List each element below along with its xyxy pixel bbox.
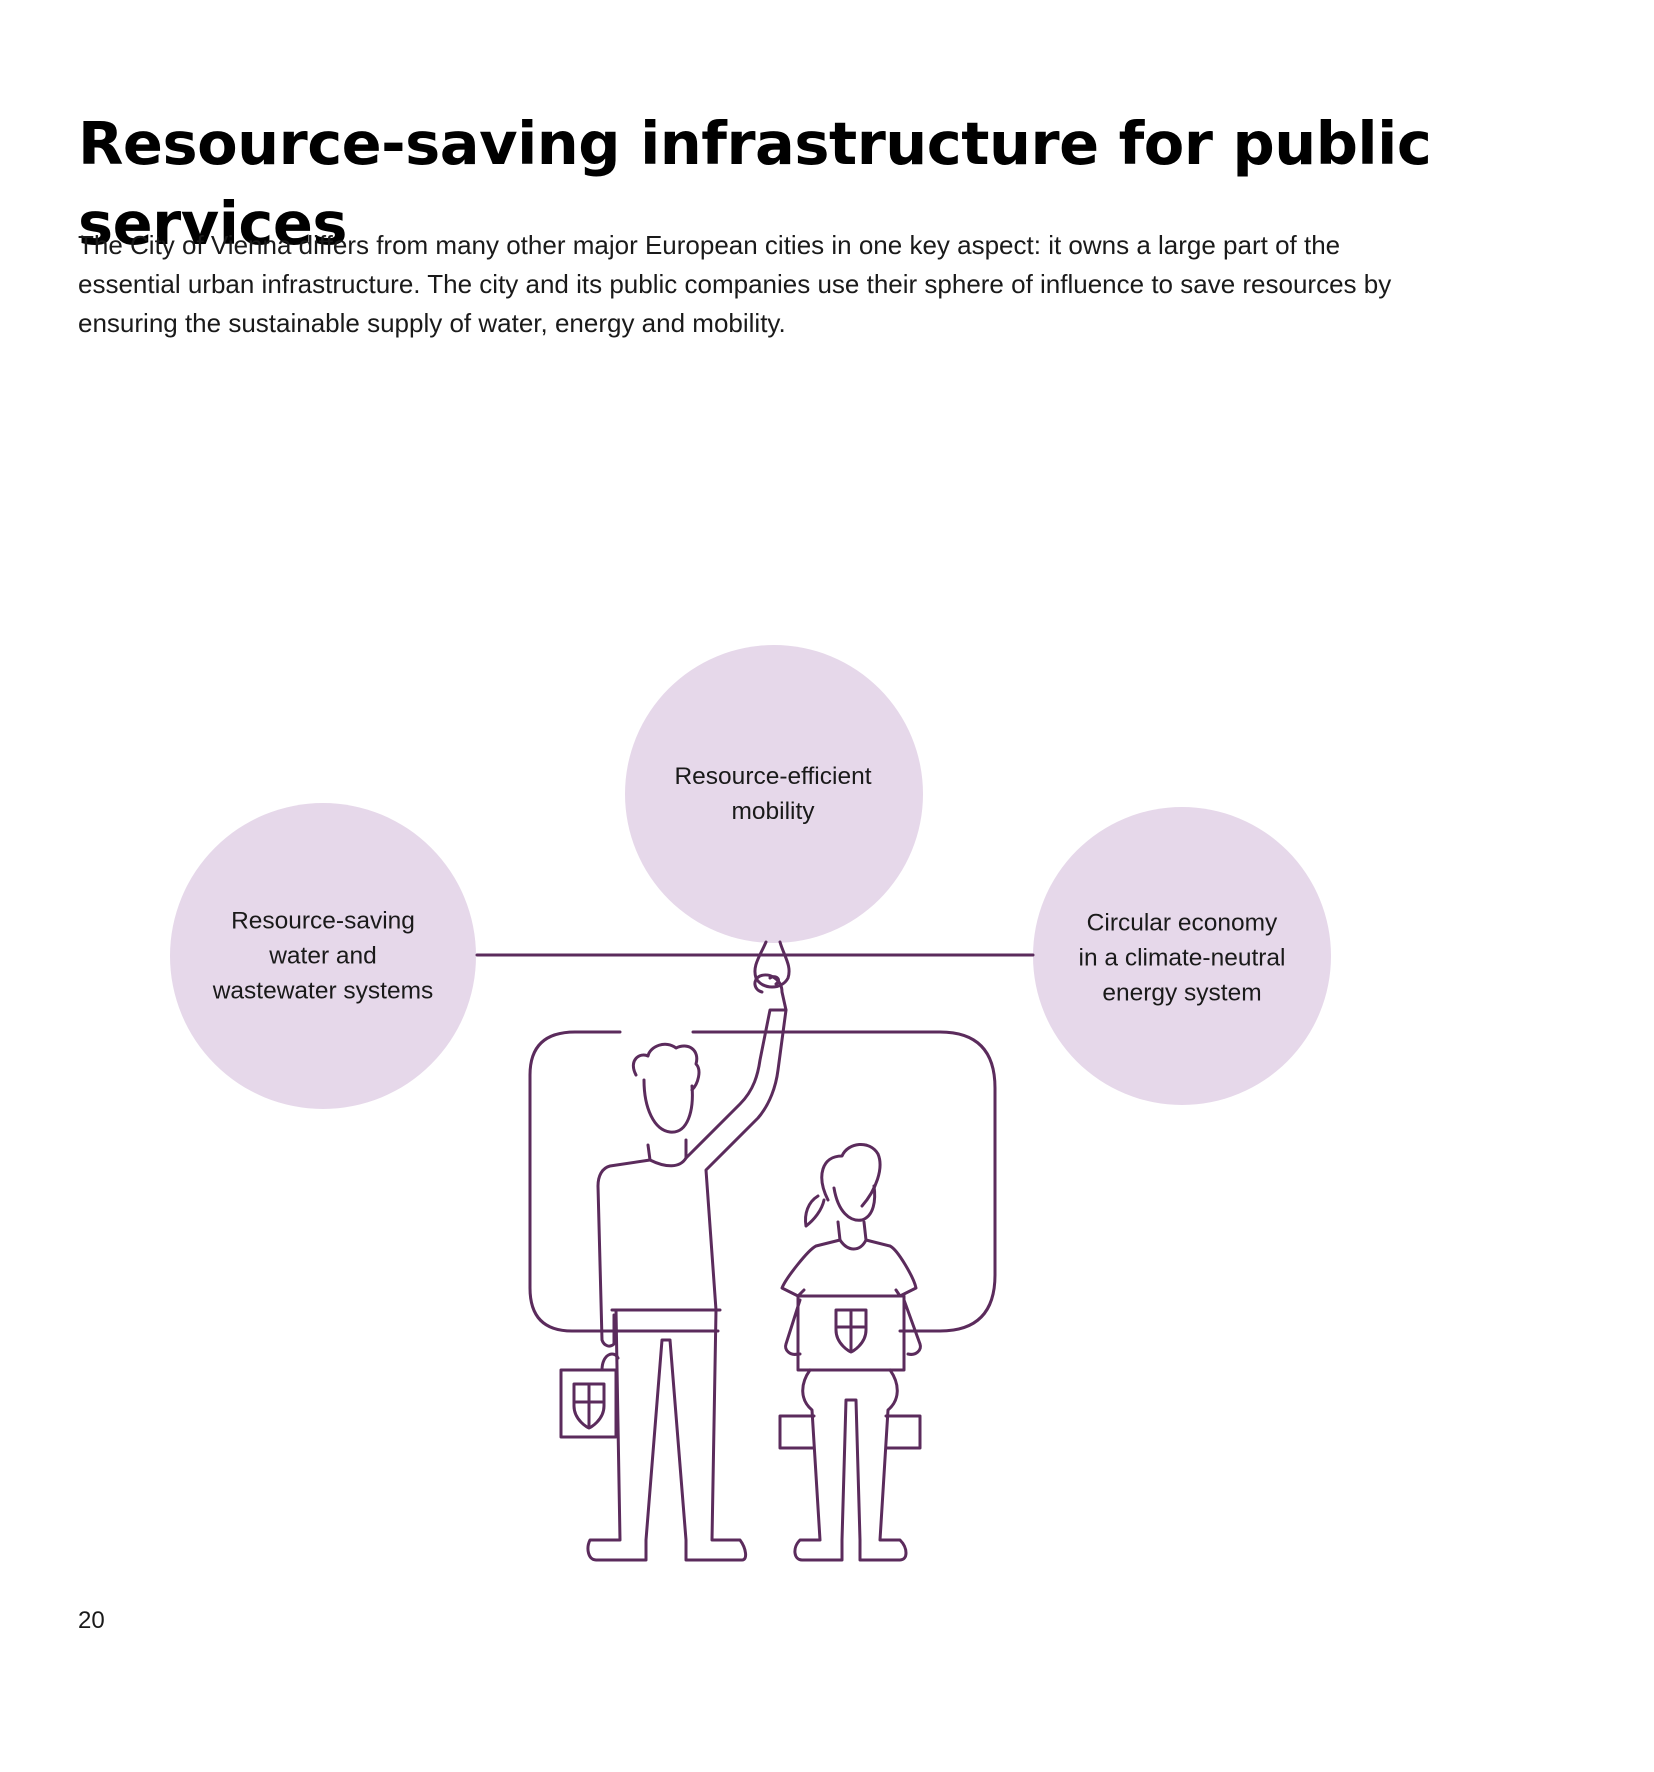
circle-energy <box>1033 807 1331 1105</box>
seated-person-icon <box>778 1143 922 1562</box>
page-title: Resource-saving infrastructure for publi… <box>78 109 1432 258</box>
intro-paragraph: The City of Vienna differs from many oth… <box>78 230 1392 338</box>
circle-label-energy: Circular economy in a climate-neutral en… <box>1078 909 1286 1007</box>
grab-handle-icon <box>753 940 791 989</box>
page-number: 20 <box>78 1607 105 1634</box>
standing-person-icon <box>586 973 788 1562</box>
circle-water <box>170 803 476 1109</box>
circle-label-water: Resource-saving water and wastewater sys… <box>212 907 434 1005</box>
circle-label-mobility: Resource-efficient mobility <box>674 763 872 825</box>
shopping-bag-icon <box>559 1352 620 1439</box>
circle-mobility <box>625 645 923 943</box>
tram-window <box>528 1030 997 1333</box>
